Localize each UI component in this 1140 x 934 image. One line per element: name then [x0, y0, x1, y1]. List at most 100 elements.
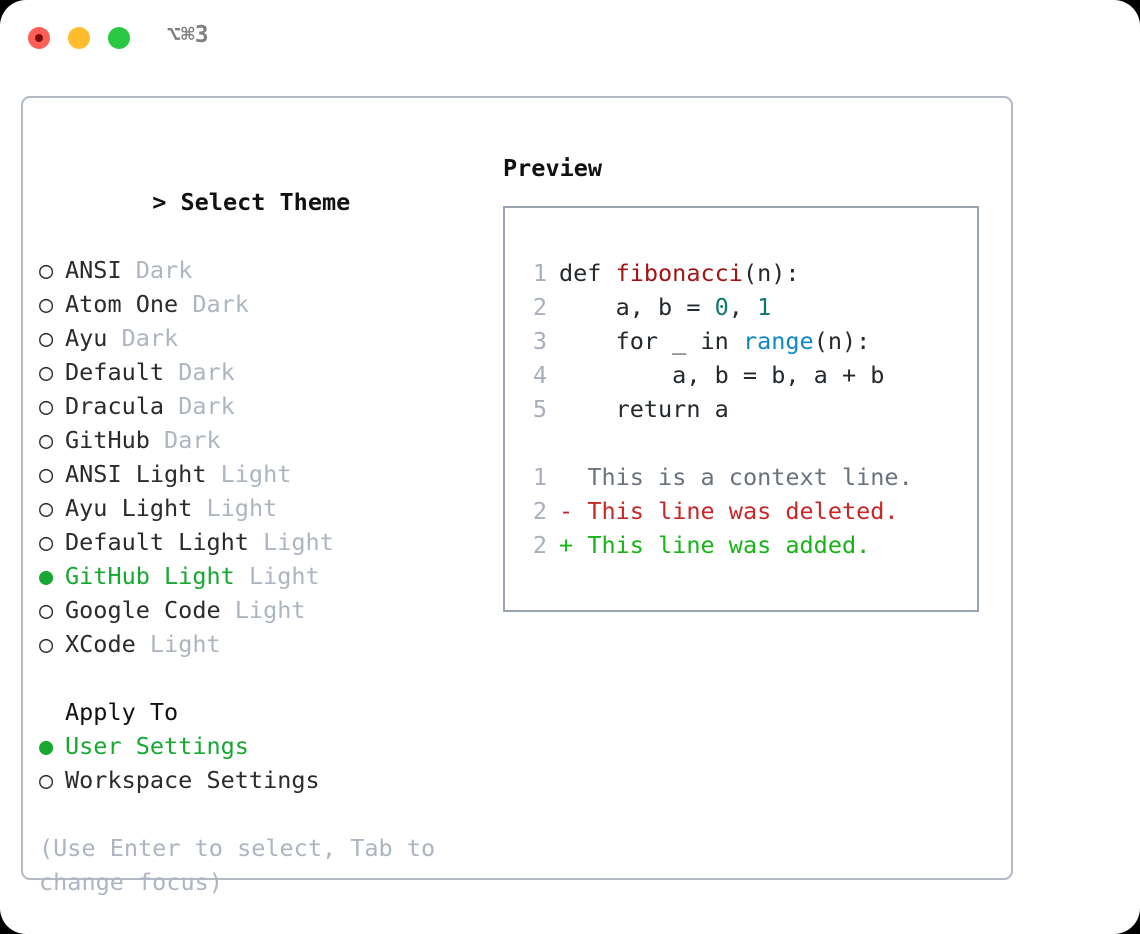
theme-option-default-light[interactable]: ○ Default Light Light	[39, 525, 479, 559]
code-token-plain: a, b = b, a + b	[559, 361, 885, 389]
radio-unselected-icon: ○	[39, 596, 54, 624]
diff-line-number: 2	[532, 497, 547, 525]
keyboard-hint-text: (Use Enter to select, Tab to change focu…	[39, 834, 450, 896]
prompt-caret-icon: >	[152, 188, 167, 216]
diff-line-context: 1 This is a context line.	[521, 460, 971, 494]
radio-unselected-icon: ○	[39, 426, 54, 454]
code-token-plain: (n):	[813, 327, 871, 355]
theme-option-ayu-light[interactable]: ○ Ayu Light Light	[39, 491, 479, 525]
theme-option-variant: Dark	[192, 290, 249, 318]
minimize-button[interactable]	[68, 27, 90, 49]
code-line-number: 4	[532, 361, 547, 389]
theme-option-ansi-light[interactable]: ○ANSI Light Light	[39, 457, 479, 491]
theme-option-xcode[interactable]: ○ XCode Light	[39, 627, 479, 661]
theme-option-variant: Dark	[164, 426, 221, 454]
code-token-kw: def	[559, 259, 616, 287]
theme-option-variant: Dark	[178, 358, 235, 386]
keyboard-shortcut-label: ⌥⌘3	[167, 22, 209, 48]
theme-option-atom-one[interactable]: ○Atom One Dark	[39, 287, 479, 321]
list-spacer	[39, 661, 479, 695]
close-button[interactable]	[28, 27, 50, 49]
diff-line-add: 2 + This line was added.	[521, 528, 971, 562]
theme-option-github-light[interactable]: ● GitHub Light Light	[39, 559, 479, 593]
theme-option-name: GitHub Light	[65, 562, 235, 590]
code-line: 1 def fibonacci(n):	[521, 256, 971, 290]
theme-option-variant: Light	[220, 460, 292, 488]
theme-option-variant: Dark	[121, 324, 179, 352]
theme-option-name: ANSI	[65, 256, 122, 284]
radio-unselected-icon: ○	[39, 630, 54, 658]
theme-option-name: Ayu Light	[65, 494, 193, 522]
code-line-number: 3	[532, 327, 547, 355]
radio-unselected-icon: ○	[39, 324, 54, 352]
code-line-number: 2	[532, 293, 547, 321]
diff-text: This line was deleted.	[587, 497, 899, 525]
theme-option-variant: Light	[149, 630, 221, 658]
code-line: 2 a, b = 0, 1	[521, 290, 971, 324]
diff-line-number: 2	[532, 531, 547, 559]
apply-to-option-user-settings[interactable]: ● User Settings	[39, 729, 479, 763]
code-line-number: 1	[532, 259, 547, 287]
code-token-plain: (n):	[742, 259, 800, 287]
theme-option-google-code[interactable]: ○Google Code Light	[39, 593, 479, 627]
radio-unselected-icon: ○	[39, 256, 54, 284]
radio-unselected-icon: ○	[39, 528, 54, 556]
code-token-fn: fibonacci	[615, 259, 743, 287]
diff-sign: -	[559, 497, 574, 525]
apply-to-option-label: User Settings	[65, 732, 249, 760]
theme-picker-column: > Select Theme ○ANSI Dark○Atom One Dark○…	[39, 151, 479, 899]
radio-unselected-icon: ○	[39, 494, 54, 522]
code-line: 4 a, b = b, a + b	[521, 358, 971, 392]
theme-option-name: Ayu	[65, 324, 108, 352]
theme-option-ayu[interactable]: ○ Ayu Dark	[39, 321, 479, 355]
theme-option-variant: Dark	[135, 256, 193, 284]
diff-text: This line was added.	[587, 531, 871, 559]
theme-option-ansi[interactable]: ○ ANSI Dark	[39, 253, 479, 287]
theme-option-variant: Light	[263, 528, 334, 556]
theme-option-variant: Dark	[178, 392, 235, 420]
preview-heading: Preview	[503, 154, 603, 182]
radio-unselected-icon: ○	[39, 392, 54, 420]
theme-option-variant: Light	[234, 596, 306, 624]
diff-text: This is a context line.	[587, 463, 913, 491]
radio-unselected-icon: ○	[39, 358, 54, 386]
apply-to-option-workspace-settings[interactable]: ○ Workspace Settings	[39, 763, 479, 797]
code-line: 5 return a	[521, 392, 971, 426]
diff-lines: 1 This is a context line.2- This line wa…	[521, 460, 971, 562]
code-token-plain: return a	[559, 395, 729, 423]
theme-list: ○ANSI Dark○Atom One Dark○Ayu Dark○Defaul…	[39, 253, 479, 661]
select-theme-heading: > Select Theme	[39, 151, 479, 253]
theme-option-github[interactable]: ○GitHub Dark	[39, 423, 479, 457]
diff-sign: +	[559, 531, 574, 559]
code-line-number: 5	[532, 395, 547, 423]
theme-option-name: Atom One	[65, 290, 179, 318]
code-token-plain: for _ in	[559, 327, 743, 355]
radio-selected-icon: ●	[39, 562, 54, 590]
diff-line-del: 2- This line was deleted.	[521, 494, 971, 528]
diff-line-number: 1	[532, 463, 547, 491]
radio-unselected-icon: ○	[39, 460, 54, 488]
apply-to-list: ● User Settings ○ Workspace Settings	[39, 729, 479, 797]
code-token-plain: a, b =	[559, 293, 715, 321]
radio-selected-icon: ●	[39, 732, 54, 760]
code-token-num: 0	[714, 293, 729, 321]
maximize-button[interactable]	[108, 27, 130, 49]
theme-option-dracula[interactable]: ○ Dracula Dark	[39, 389, 479, 423]
theme-option-name: Default	[65, 358, 165, 386]
code-token-plain: ,	[728, 293, 758, 321]
theme-option-variant: Light	[206, 494, 278, 522]
diff-sign	[559, 463, 573, 491]
theme-option-name: XCode	[65, 630, 136, 658]
code-line: 3 for _ in range(n):	[521, 324, 971, 358]
code-token-num: 1	[757, 293, 772, 321]
theme-option-name: Default Light	[65, 528, 249, 556]
apply-to-option-label: Workspace Settings	[65, 766, 320, 794]
theme-option-default[interactable]: ○ Default Dark	[39, 355, 479, 389]
radio-unselected-icon: ○	[39, 766, 54, 794]
theme-option-name: Dracula	[65, 392, 165, 420]
theme-option-variant: Light	[248, 562, 320, 590]
